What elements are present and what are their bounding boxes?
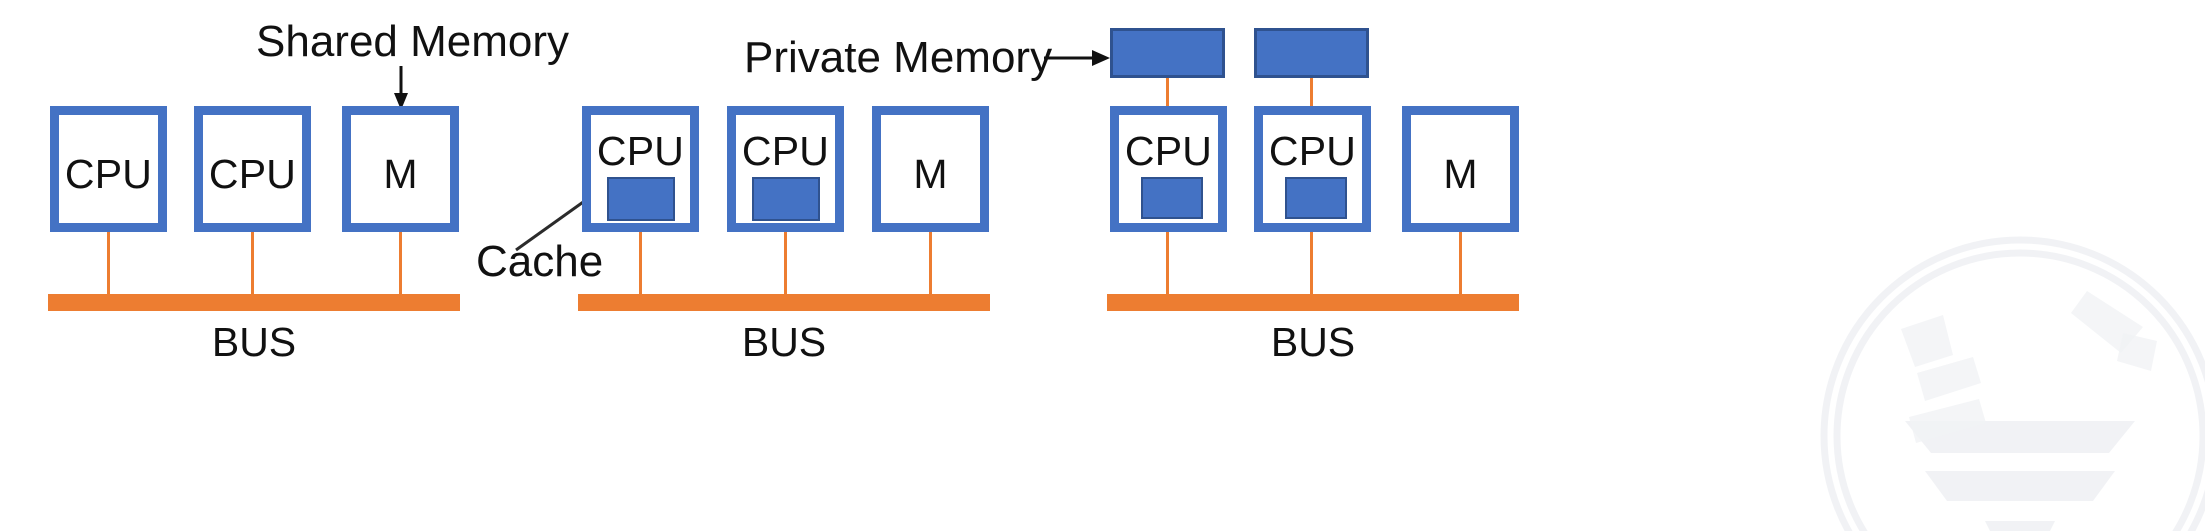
unit-box-cpu[interactable]: CPU bbox=[582, 106, 699, 232]
unit-label: M bbox=[1443, 151, 1478, 197]
unit-label: CPU bbox=[596, 128, 685, 174]
cache-block[interactable] bbox=[1285, 177, 1347, 219]
bus-bar bbox=[578, 294, 990, 311]
private-memory-block[interactable] bbox=[1254, 28, 1369, 78]
unit-label: M bbox=[913, 151, 948, 197]
annotation-private-memory-label: Private Memory bbox=[744, 33, 1053, 82]
bus-label: BUS bbox=[211, 319, 297, 365]
unit-box-memory[interactable]: M bbox=[872, 106, 989, 232]
bus-connector-line bbox=[1310, 232, 1313, 300]
unit-label: M bbox=[383, 151, 418, 197]
unit-label: CPU bbox=[741, 128, 830, 174]
unit-box-cpu[interactable]: CPU bbox=[194, 106, 311, 232]
unit-box-cpu[interactable]: CPU bbox=[50, 106, 167, 232]
bus-connector-line bbox=[639, 232, 642, 300]
unit-label: CPU bbox=[208, 151, 297, 197]
unit-box-cpu[interactable]: CPU bbox=[1110, 106, 1227, 232]
bus-connector-line bbox=[251, 232, 254, 300]
bus-connector-line bbox=[107, 232, 110, 300]
unit-box-cpu[interactable]: CPU bbox=[1254, 106, 1371, 232]
unit-box-memory[interactable]: M bbox=[342, 106, 459, 232]
university-watermark: Z H E 1 8 9 7 bbox=[1805, 221, 2205, 531]
bus-connector-line bbox=[1166, 232, 1169, 300]
bus-connector-line bbox=[1459, 232, 1462, 300]
cache-block[interactable] bbox=[752, 177, 820, 221]
bus-connector-line bbox=[399, 232, 402, 300]
private-memory-arrow-icon bbox=[1044, 50, 1110, 66]
annotation-shared-memory-label: Shared Memory bbox=[256, 17, 570, 66]
unit-label: CPU bbox=[64, 151, 153, 197]
bus-bar bbox=[1107, 294, 1519, 311]
unit-box-memory[interactable]: M bbox=[1402, 106, 1519, 232]
unit-label: CPU bbox=[1124, 128, 1213, 174]
bus-connector-line bbox=[929, 232, 932, 300]
private-memory-connector-line bbox=[1310, 78, 1313, 108]
private-memory-connector-line bbox=[1166, 78, 1169, 108]
bus-label: BUS bbox=[741, 319, 827, 365]
private-memory-block[interactable] bbox=[1110, 28, 1225, 78]
bus-label: BUS bbox=[1270, 319, 1356, 365]
unit-label: CPU bbox=[1268, 128, 1357, 174]
cache-block[interactable] bbox=[1141, 177, 1203, 219]
cache-block[interactable] bbox=[607, 177, 675, 221]
unit-box-cpu[interactable]: CPU bbox=[727, 106, 844, 232]
bus-connector-line bbox=[784, 232, 787, 300]
annotation-cache-label: Cache bbox=[476, 237, 604, 286]
bus-bar bbox=[48, 294, 460, 311]
